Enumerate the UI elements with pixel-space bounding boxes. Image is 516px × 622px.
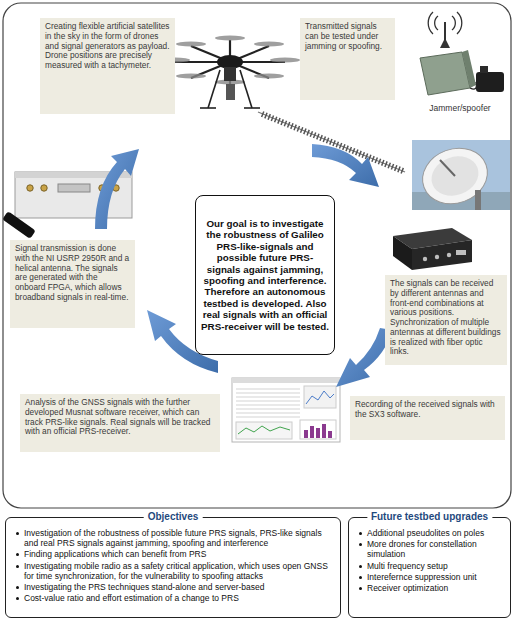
dish-antenna: [412, 139, 510, 212]
note-box: Recording of the received signals with t…: [350, 396, 505, 440]
bullet-item: Finding applications which can benefit f…: [14, 549, 334, 559]
box-heading: Objectives: [144, 511, 203, 523]
bullet-item: Receiver optimization: [357, 583, 504, 593]
bullet-item: Investigation of the robustness of possi…: [14, 528, 334, 548]
goal-box: Our goal is to investigate the robustnes…: [195, 195, 335, 355]
box-text: Creating flexible artificial satellites …: [45, 22, 170, 71]
note-box: Analysis of the GNSS signals with the fu…: [20, 394, 220, 452]
box-text: The signals can be received by different…: [390, 279, 502, 357]
box-text: Recording of the received signals with t…: [355, 400, 500, 420]
bullet-item: Additional pseudolites on poles: [357, 528, 504, 538]
list-box: ObjectivesInvestigation of the robustnes…: [5, 517, 341, 618]
software-screenshot: [232, 378, 340, 442]
bullet-item: More drones for constellation simulation: [357, 539, 504, 559]
receiver-device: [393, 228, 472, 270]
cycle-arrows: [95, 144, 392, 387]
note-box: Transmitted signals can be tested under …: [300, 18, 395, 100]
bullet-item: Multi frequency setup: [357, 561, 504, 571]
bullet-item: Investigating the PRS techniques stand-a…: [14, 582, 334, 592]
drone-illustration: [160, 36, 300, 109]
bullet-item: Cost-value ratio and effort estimation o…: [14, 593, 334, 603]
list-box: Future testbed upgradesAdditional pseudo…: [348, 517, 511, 618]
outer-frame: [3, 3, 511, 508]
jammer-illustration: [420, 12, 504, 95]
device-label: Jammer/spoofer: [408, 103, 512, 113]
box-text: Signal transmission is done with the NI …: [15, 244, 130, 303]
note-box: Signal transmission is done with the NI …: [10, 240, 135, 328]
bullet-item: Investigating mobile radio as a safety c…: [14, 561, 334, 581]
helical-antenna: [258, 112, 405, 172]
box-text: Transmitted signals can be tested under …: [305, 22, 390, 51]
bullet-item: Interefernce suppression unit: [357, 572, 504, 582]
box-text: Analysis of the GNSS signals with the fu…: [25, 398, 215, 437]
note-box: The signals can be received by different…: [385, 275, 507, 365]
box-text: Our goal is to investigate the robustnes…: [201, 218, 329, 333]
note-box: Creating flexible artificial satellites …: [40, 18, 175, 114]
box-heading: Future testbed upgrades: [367, 511, 492, 523]
